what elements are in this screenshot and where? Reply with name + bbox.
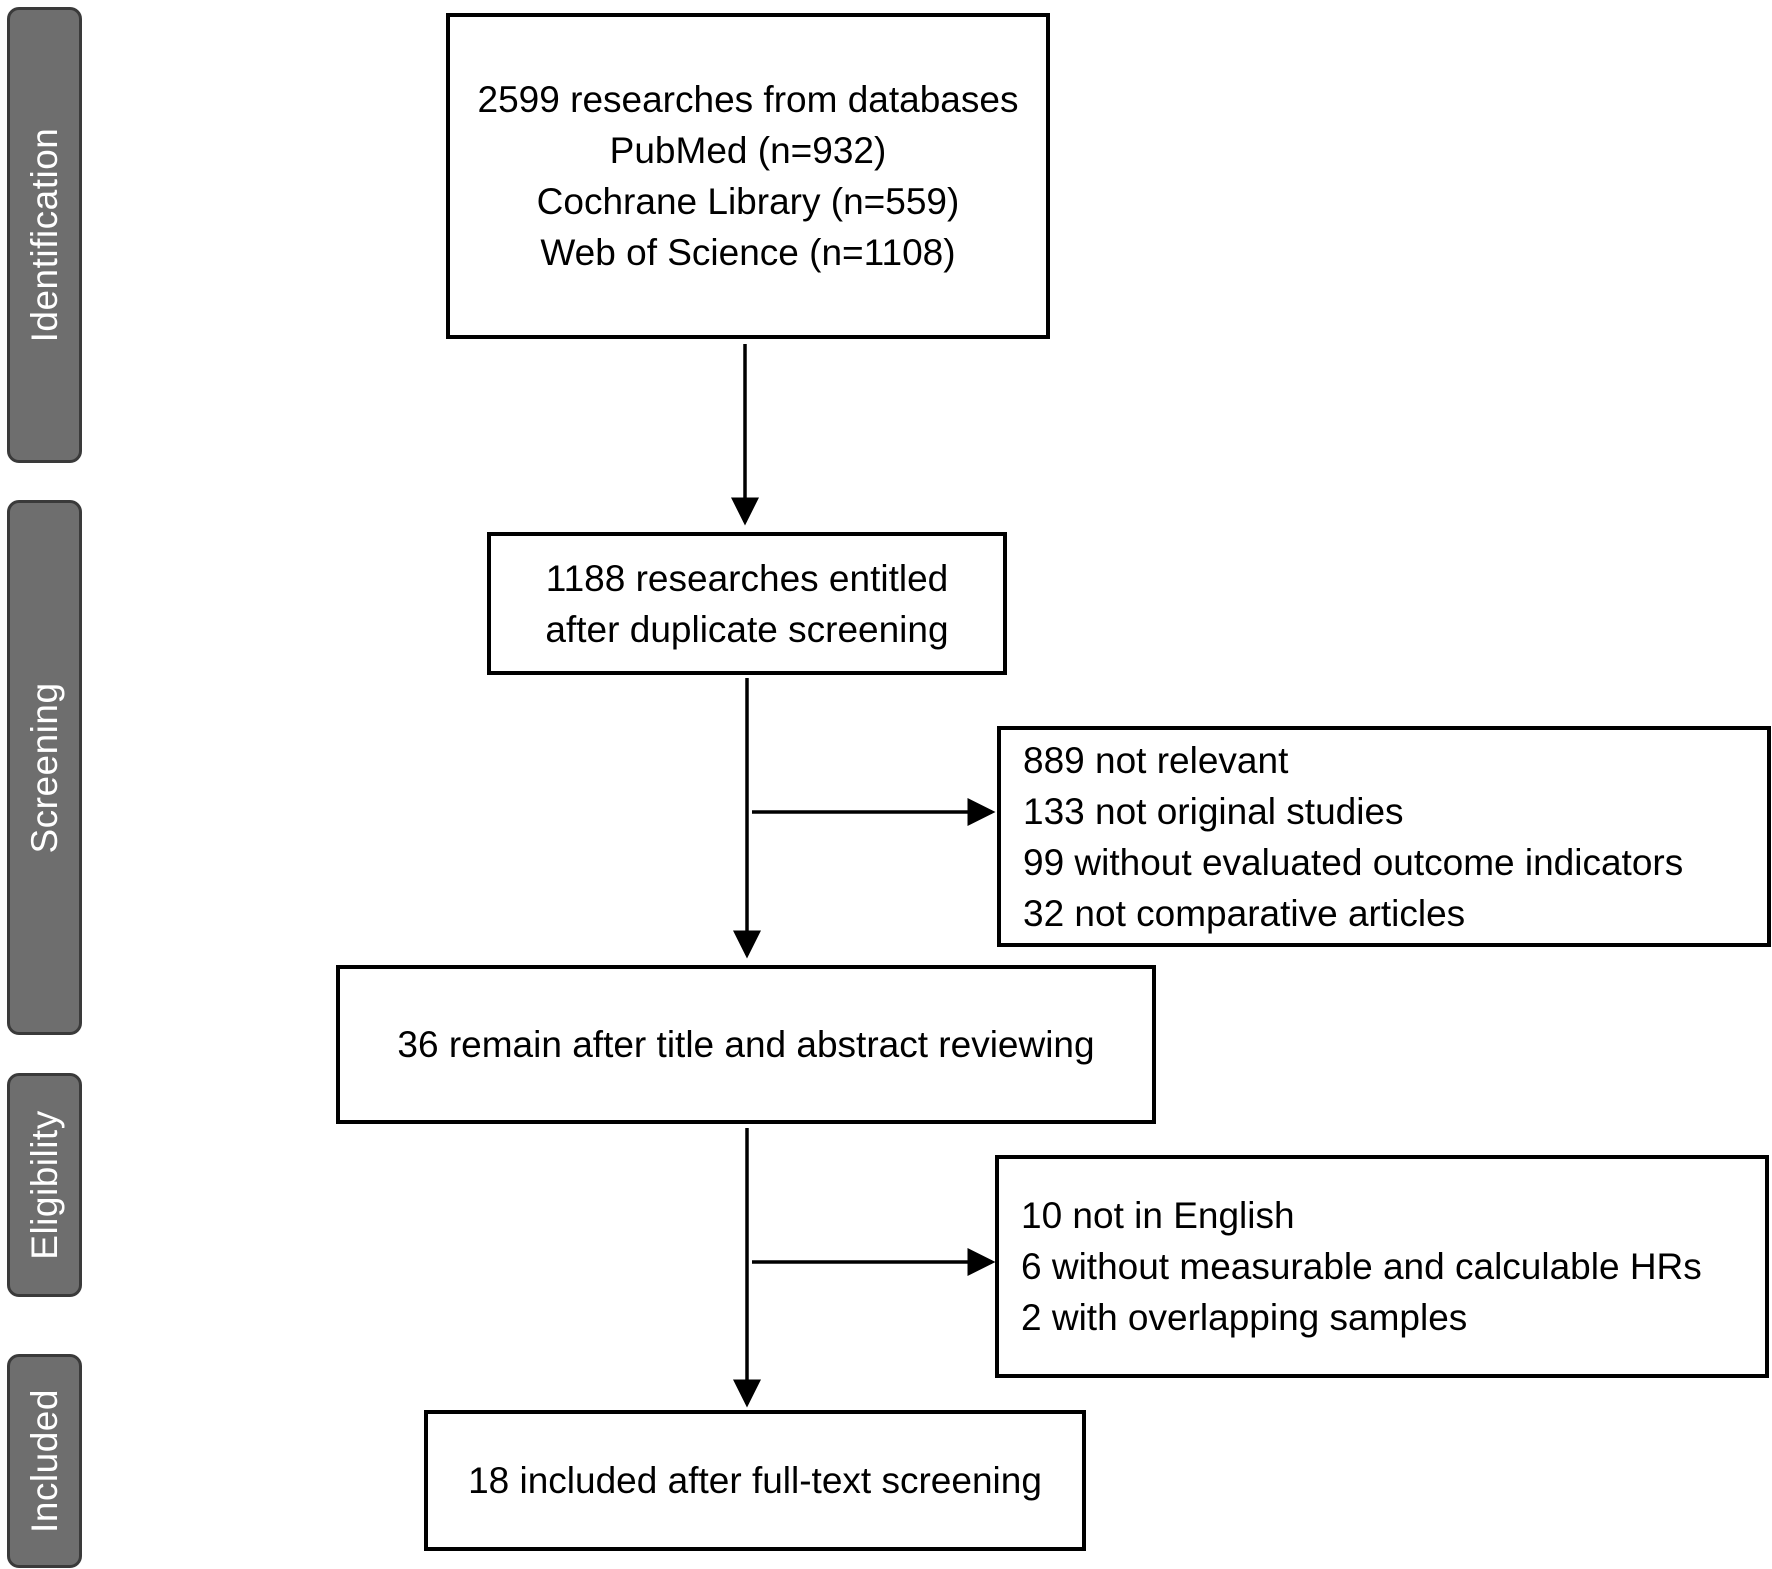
eligibility-exclusion-item: 6 without measurable and calculable HRs: [1021, 1246, 1702, 1287]
identification-line: 2599 researches from databases: [477, 79, 1019, 120]
title-abstract-line: 36 remain after title and abstract revie…: [397, 1024, 1095, 1065]
duplicate-screening-box: 1188 researches entitled after duplicate…: [487, 532, 1007, 675]
identification-box: 2599 researches from databases PubMed (n…: [446, 13, 1050, 339]
stage-bar-identification: Identification: [7, 7, 82, 463]
stage-bar-eligibility: Eligibility: [7, 1073, 82, 1297]
included-box: 18 included after full-text screening: [424, 1410, 1086, 1551]
included-line: 18 included after full-text screening: [468, 1460, 1042, 1501]
duplicate-screening-line: 1188 researches entitled: [545, 557, 949, 599]
eligibility-exclusion-item: 10 not in English: [1021, 1195, 1295, 1236]
eligibility-exclusion-item: 2 with overlapping samples: [1021, 1297, 1468, 1338]
identification-line: Cochrane Library (n=559): [536, 181, 960, 222]
stage-bar-included: Included: [7, 1354, 82, 1568]
identification-line: Web of Science (n=1108): [540, 232, 956, 273]
screening-exclusion-item: 889 not relevant: [1023, 739, 1289, 781]
stage-bar-screening: Screening: [7, 500, 82, 1035]
identification-line: PubMed (n=932): [609, 130, 887, 171]
duplicate-screening-line: after duplicate screening: [545, 608, 949, 650]
screening-exclusions-box: 889 not relevant 133 not original studie…: [997, 726, 1771, 947]
eligibility-exclusions-box: 10 not in English 6 without measurable a…: [995, 1155, 1769, 1378]
screening-exclusion-item: 133 not original studies: [1023, 790, 1404, 832]
screening-exclusion-item: 99 without evaluated outcome indicators: [1023, 841, 1684, 883]
screening-exclusion-item: 32 not comparative articles: [1023, 892, 1466, 934]
title-abstract-box: 36 remain after title and abstract revie…: [336, 965, 1156, 1124]
